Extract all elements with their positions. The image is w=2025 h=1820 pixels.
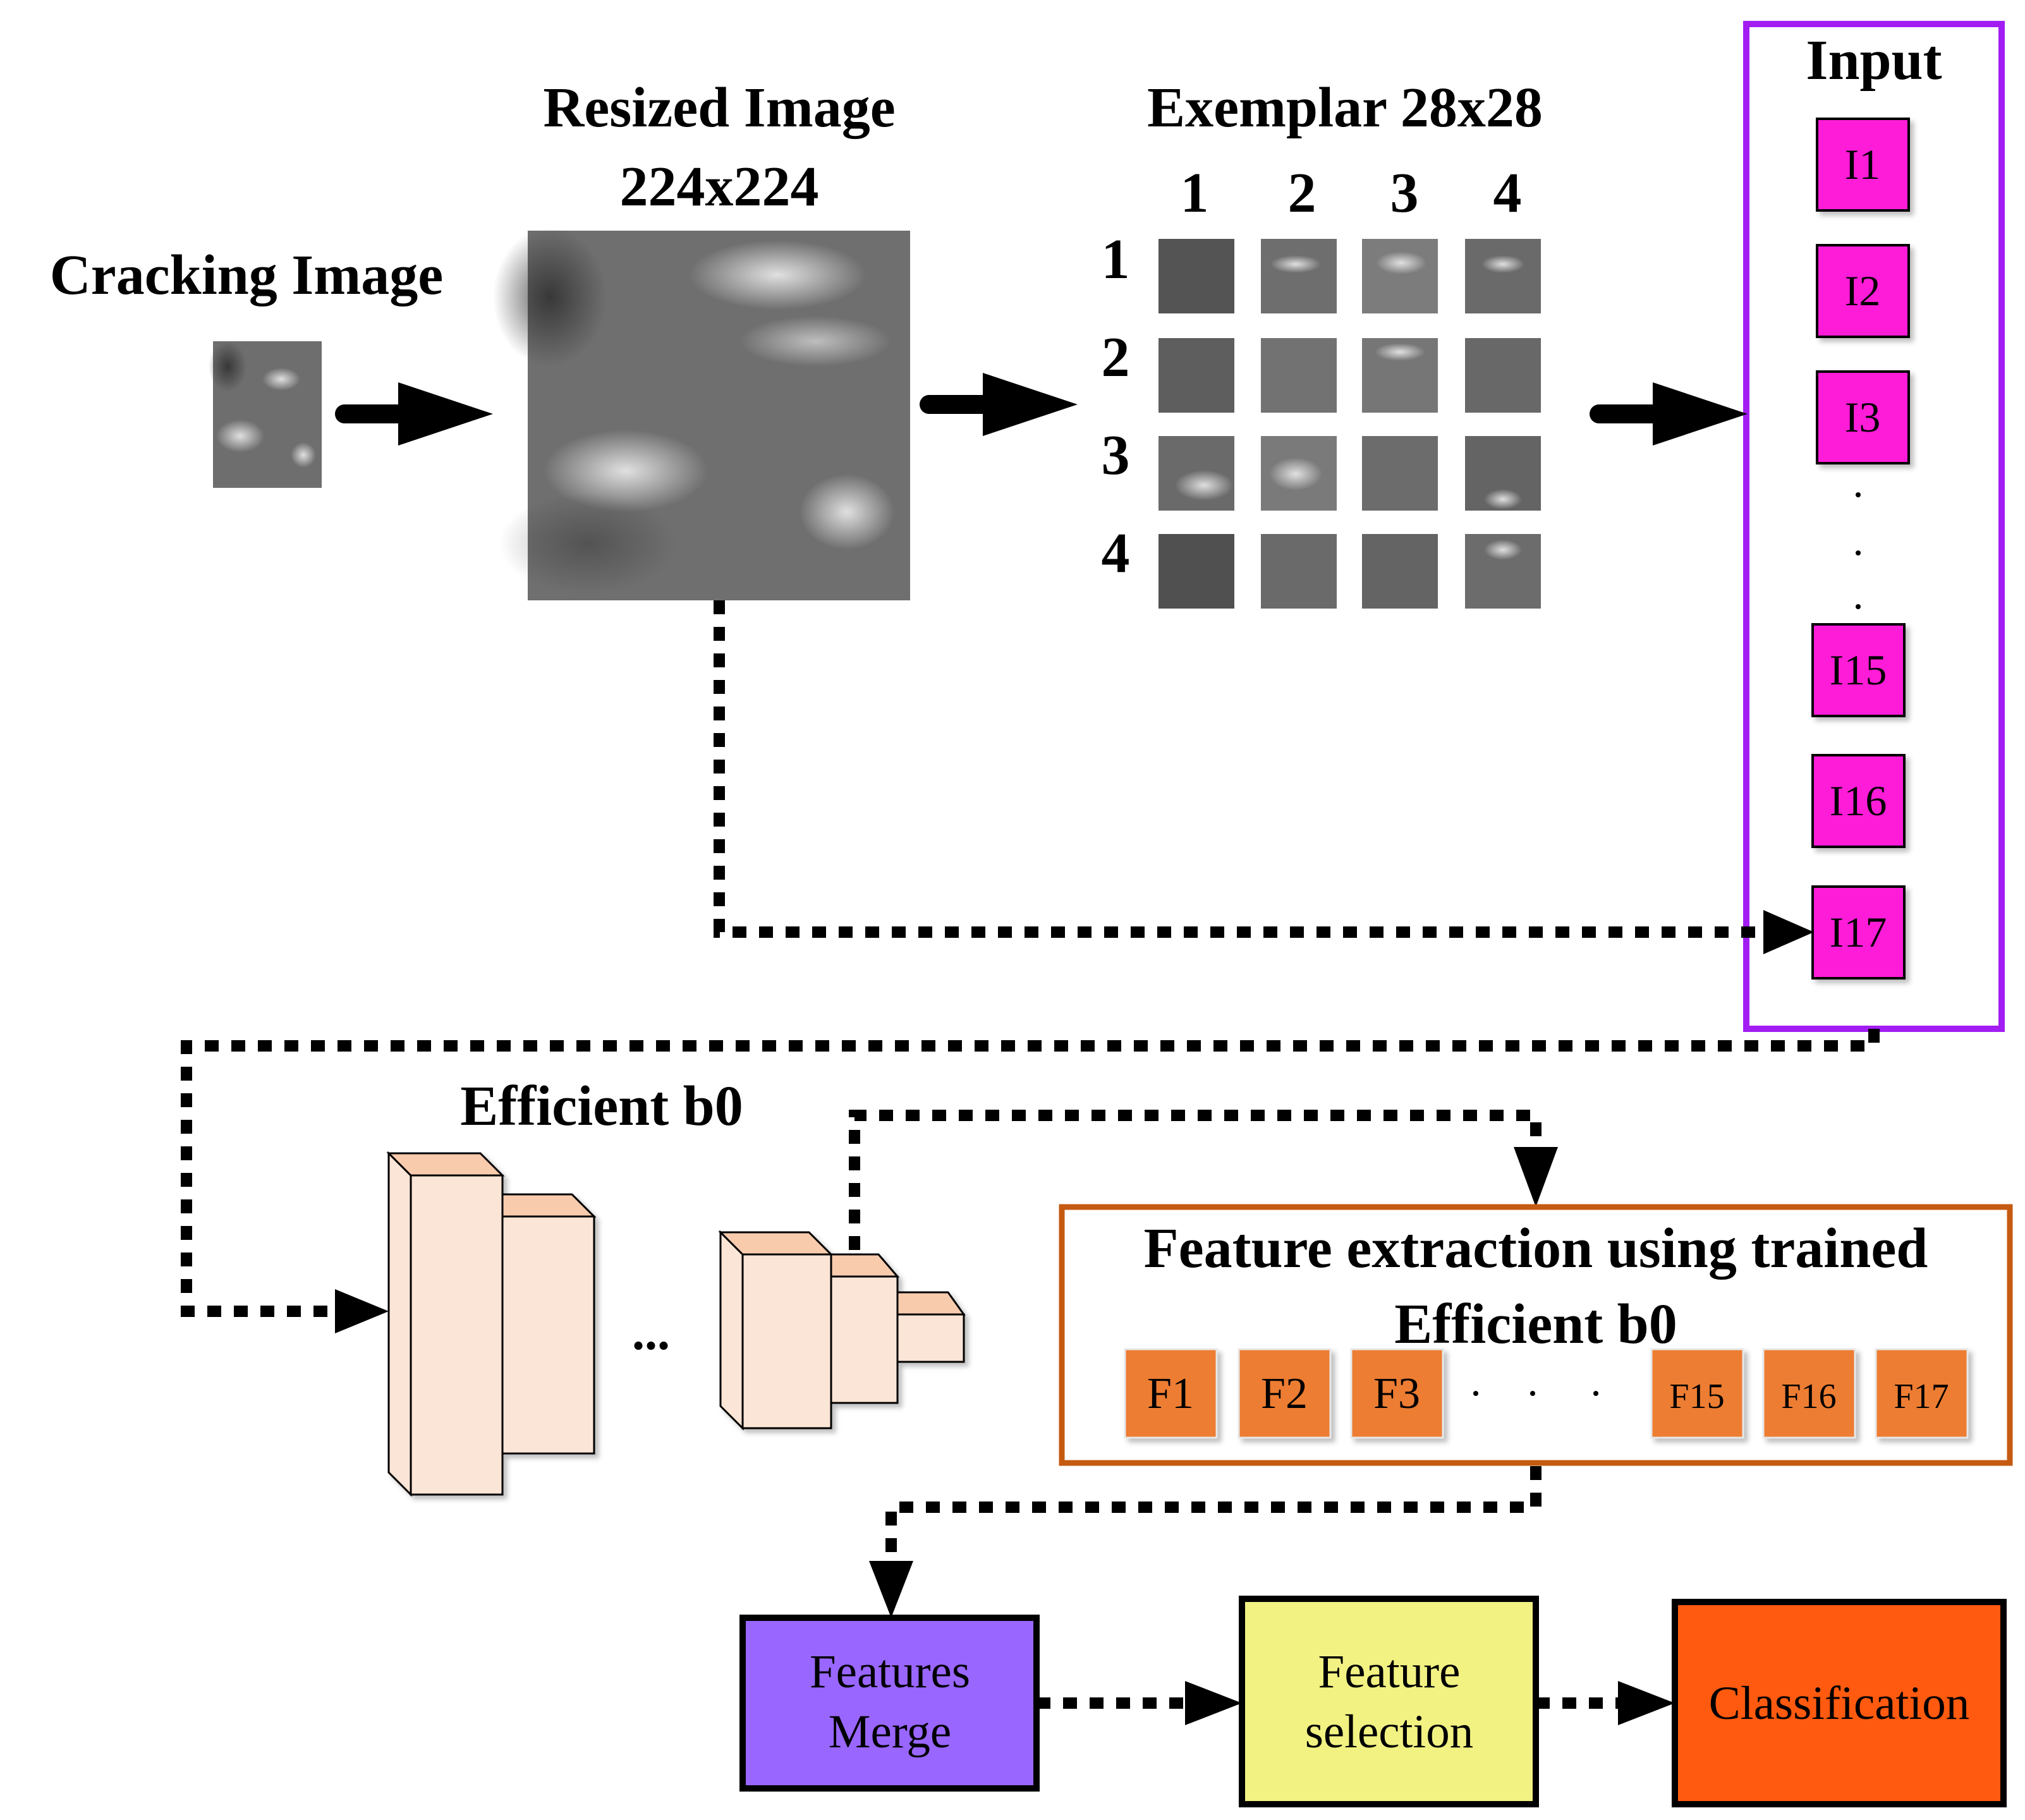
cnn-ellipsis: ... <box>632 1305 670 1361</box>
feature-selection-line1: Feature <box>1318 1646 1461 1698</box>
resized-image-size: 224x224 <box>620 155 819 218</box>
exemplar-patch <box>1261 239 1337 313</box>
classification-label: Classification <box>1709 1677 1969 1730</box>
exemplar-row-label: 2 <box>1102 326 1130 389</box>
input-box: I15 <box>1811 623 1906 717</box>
feature-box-label: F17 <box>1894 1377 1949 1416</box>
feature-selection-line2: selection <box>1305 1706 1474 1758</box>
feature-extraction-panel <box>1059 1204 2013 1466</box>
feature-box: F15 <box>1650 1348 1744 1439</box>
feature-extraction-title: Feature extraction using trained <box>1144 1217 1928 1280</box>
exemplar-patch <box>1261 338 1337 413</box>
feature-extraction-subtitle: Efficient b0 <box>1394 1293 1677 1356</box>
feature-horizontal-ellipsis <box>1473 1391 1598 1396</box>
exemplar-patch <box>1261 534 1337 609</box>
input-box: I3 <box>1816 370 1910 464</box>
exemplar-patch <box>1465 436 1541 511</box>
resized-image <box>493 228 910 600</box>
dotted-arrowheads <box>335 910 1814 1725</box>
input-box-label: I15 <box>1830 646 1887 694</box>
feature-box: F1 <box>1124 1348 1218 1439</box>
input-vertical-ellipsis <box>1856 492 1861 609</box>
input-box-label: I17 <box>1830 908 1887 956</box>
exemplar-patch <box>1158 436 1234 511</box>
input-box-label: I2 <box>1845 267 1881 315</box>
dotted-connectors <box>181 600 1880 1709</box>
exemplar-column-label: 3 <box>1390 162 1419 224</box>
classification-box: Classification <box>1672 1599 2007 1807</box>
features-merge-line1: Features <box>810 1646 970 1698</box>
exemplar-patch <box>1158 534 1234 609</box>
feature-box-label: F16 <box>1781 1377 1836 1416</box>
feature-selection-box: Feature selection <box>1239 1596 1539 1807</box>
cnn-layers <box>386 1151 966 1497</box>
exemplar-patch <box>1465 338 1541 413</box>
exemplar-title: Exemplar 28x28 <box>1147 76 1543 139</box>
exemplar-row-label: 1 <box>1102 228 1130 291</box>
feature-box-label: F2 <box>1261 1369 1308 1418</box>
features-merge-line2: Merge <box>829 1706 951 1758</box>
resized-image-title: Resized Image <box>543 76 895 139</box>
exemplar-patch <box>1465 534 1541 609</box>
exemplar-column-label: 2 <box>1288 162 1317 224</box>
exemplar-patches <box>1158 239 1541 609</box>
feature-box-label: F15 <box>1669 1377 1724 1416</box>
feature-boxes: F1 F2 F3 F15 F16 F17 <box>1124 1348 1969 1439</box>
exemplar-patch <box>1362 534 1438 609</box>
exemplar-patch <box>1261 436 1337 511</box>
exemplar-row-labels: 1 2 3 4 <box>1102 228 1130 585</box>
input-box-label: I16 <box>1830 777 1887 825</box>
feature-box: F3 <box>1350 1348 1444 1439</box>
solid-arrows <box>335 373 1748 446</box>
efficient-b0-label: Efficient b0 <box>460 1075 743 1138</box>
feature-box: F2 <box>1238 1348 1332 1439</box>
input-box: I17 <box>1811 885 1906 980</box>
cracking-image-thumbnail <box>209 341 322 488</box>
input-title: Input <box>1806 29 1942 92</box>
exemplar-patch <box>1158 338 1234 413</box>
feature-box-label: F1 <box>1147 1369 1194 1418</box>
exemplar-patch <box>1362 436 1438 511</box>
feature-box-label: F3 <box>1373 1369 1420 1418</box>
exemplar-patch <box>1465 239 1541 313</box>
exemplar-row-label: 3 <box>1102 424 1130 487</box>
input-box-label: I3 <box>1845 393 1881 441</box>
input-box-label: I1 <box>1845 140 1881 188</box>
exemplar-patch <box>1362 239 1438 313</box>
cracking-image-label: Cracking Image <box>50 244 443 306</box>
input-box: I16 <box>1811 754 1906 848</box>
exemplar-patch <box>1362 338 1438 413</box>
exemplar-column-label: 4 <box>1493 162 1522 224</box>
exemplar-column-labels: 1 2 3 4 <box>1181 162 1522 224</box>
feature-box: F17 <box>1875 1348 1969 1439</box>
input-box: I2 <box>1816 244 1910 338</box>
input-box: I1 <box>1816 118 1910 212</box>
exemplar-patch <box>1158 239 1234 313</box>
exemplar-column-label: 1 <box>1181 162 1209 224</box>
exemplar-row-label: 4 <box>1102 522 1130 585</box>
feature-box: F16 <box>1762 1348 1856 1439</box>
features-merge-box: Features Merge <box>739 1615 1040 1792</box>
